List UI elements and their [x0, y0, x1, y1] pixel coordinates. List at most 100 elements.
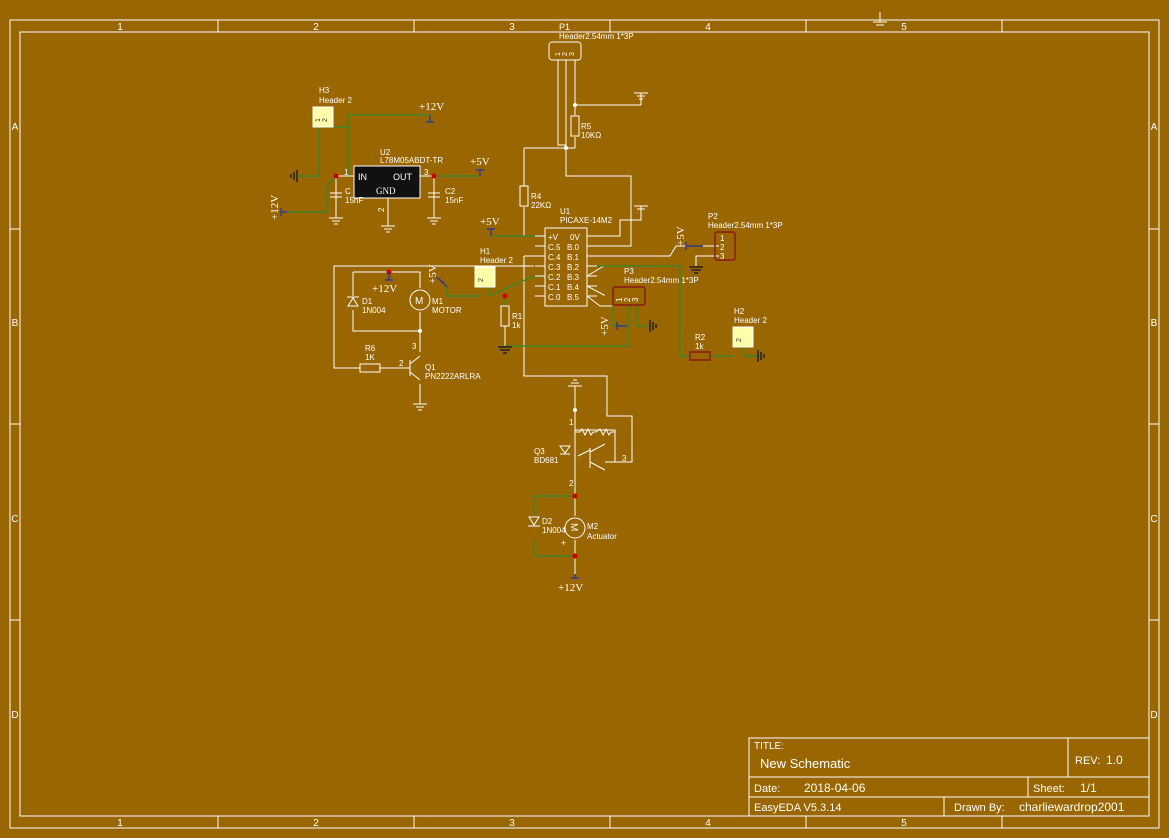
sheet-label: Sheet:	[1033, 783, 1065, 795]
q1-value: PN2222ARLRA	[425, 372, 481, 381]
u2-pin-num-3: 3	[424, 168, 429, 177]
junction-dots	[333, 173, 578, 559]
h3-value: Header 2	[319, 96, 352, 105]
c2-ref: C2	[445, 187, 456, 196]
h2-ref: H2	[734, 307, 745, 316]
r6-ref: R6	[365, 344, 376, 353]
c1-ref: C	[345, 187, 351, 196]
r4-resistor[interactable]: R4 22KΩ	[519, 185, 551, 210]
u2-regulator[interactable]: IN OUT GND 1 3 2 U2 L78M05ABDT-TR	[344, 148, 443, 212]
c1-capacitor[interactable]: C 15nF	[330, 187, 363, 205]
q3-value: BD681	[534, 456, 559, 465]
row-label-left-a: A	[12, 122, 19, 133]
title-label: TITLE:	[754, 741, 784, 752]
m1-ref: M1	[432, 297, 444, 306]
col-label-bottom-5: 5	[901, 818, 907, 829]
row-label-left-d: D	[11, 710, 18, 721]
rev-value: 1.0	[1106, 753, 1123, 767]
v5-label-h1: +5V	[427, 264, 439, 284]
drawing-frame	[9, 12, 1160, 829]
p3-ref: P3	[624, 267, 634, 276]
r2-ref: R2	[695, 333, 706, 342]
u2-pin-in: IN	[358, 172, 367, 182]
u2-value: L78M05ABDT-TR	[380, 156, 443, 165]
d1-value: 1N004	[362, 306, 386, 315]
p1-header[interactable]: 1 2 3 P1 Header2.54mm 1*3P	[548, 22, 634, 61]
m2-value: Actuator	[587, 532, 617, 541]
d2-diode[interactable]: D2 1N004	[528, 516, 566, 535]
row-label-right-a: A	[1151, 122, 1158, 133]
p2-header[interactable]: 1 2 3 P2 Header2.54mm 1*3P	[708, 212, 783, 261]
v5-label-u2: +5V	[470, 156, 490, 168]
d1-diode[interactable]: D1 1N004	[347, 296, 386, 315]
row-label-left-c: C	[11, 514, 18, 525]
h3-header[interactable]: 1 2 H3 Header 2	[312, 86, 352, 128]
h1-header[interactable]: 2 H1 Header 2	[474, 247, 513, 288]
svg-text:2: 2	[562, 52, 569, 56]
svg-text:2: 2	[736, 338, 743, 342]
row-label-left-b: B	[12, 318, 19, 329]
h2-header[interactable]: 2 H2 Header 2	[732, 307, 767, 348]
h1-ref: H1	[480, 247, 491, 256]
p2-pin-3: 3	[720, 252, 725, 261]
title-block: TITLE: New Schematic REV: 1.0 Date: 2018…	[748, 737, 1150, 817]
date-label: Date:	[754, 783, 780, 795]
p3-value: Header2.54mm 1*3P	[624, 276, 699, 285]
q1-pin-3: 3	[412, 342, 417, 351]
q3-labels: 1 2 3 Q3 BD681	[534, 418, 627, 488]
p2-value: Header2.54mm 1*3P	[708, 221, 783, 230]
svg-text:2: 2	[478, 278, 485, 282]
c2-capacitor[interactable]: C2 15nF	[428, 187, 463, 205]
wire-dots	[418, 103, 577, 412]
software-version: EasyEDA V5.3.14	[754, 802, 841, 814]
r1-value: 1k	[512, 321, 521, 330]
u1-left-pin-0: +V	[548, 233, 559, 242]
u1-value: PICAXE-14M2	[560, 216, 613, 225]
q3-ref: Q3	[534, 447, 545, 456]
r2-resistor[interactable]: R2 1k	[689, 333, 711, 361]
r1-resistor[interactable]: R1 1k	[500, 305, 523, 330]
u2-pin-gnd: GND	[376, 186, 396, 196]
m1-symbol: M	[415, 296, 423, 307]
col-label-bottom-4: 4	[705, 818, 711, 829]
wires	[287, 60, 758, 574]
v12-label-h3: +12V	[419, 101, 444, 113]
p3-pin-3: 3	[631, 297, 640, 302]
row-label-right-b: B	[1151, 318, 1158, 329]
p2-pin-1: 1	[720, 234, 725, 243]
u1-picaxe[interactable]: U1 PICAXE-14M2 +V C.5 C.4 C.3 C.2 C.1 C.…	[535, 207, 613, 307]
r5-resistor[interactable]: R5 10KΩ	[570, 115, 601, 140]
u1-left-pin-4: C.2	[548, 273, 561, 282]
m2-ref: M2	[587, 522, 599, 531]
r6-resistor[interactable]: R6 1K	[359, 344, 381, 373]
p3-pin-1: 1	[615, 297, 624, 302]
u1-right-pin-3: B.2	[567, 263, 580, 272]
h2-value: Header 2	[734, 316, 767, 325]
m2-symbol: M	[568, 523, 579, 531]
row-label-right-c: C	[1150, 514, 1157, 525]
q3-pin-2: 2	[569, 479, 574, 488]
u1-ref: U1	[560, 207, 571, 216]
m1-motor[interactable]: M M1 MOTOR	[409, 289, 462, 315]
r4-ref: R4	[531, 192, 542, 201]
u1-left-pin-6: C.0	[548, 293, 561, 302]
col-label-bottom-3: 3	[509, 818, 515, 829]
col-label-top-3: 3	[509, 22, 515, 33]
q1-pin-2: 2	[399, 359, 404, 368]
sheet-value: 1/1	[1080, 781, 1097, 795]
r5-value: 10KΩ	[581, 131, 601, 140]
p3-header[interactable]: 1 2 3 P3 Header2.54mm 1*3P	[612, 267, 699, 306]
v5-label-p2: +5V	[675, 226, 687, 246]
m1-value: MOTOR	[432, 306, 462, 315]
q3-darlington[interactable]	[559, 427, 615, 471]
schematic-title: New Schematic	[760, 756, 851, 771]
h1-value: Header 2	[480, 256, 513, 265]
row-label-right-d: D	[1150, 710, 1157, 721]
svg-text:1: 1	[315, 118, 322, 122]
q1-transistor[interactable]: 2 3 Q1 PN2222ARLRA	[399, 342, 481, 381]
p2-ref: P2	[708, 212, 718, 221]
m2-actuator[interactable]: M + M2 Actuator	[561, 517, 617, 548]
u1-left-pin-5: C.1	[548, 283, 561, 292]
col-label-bottom-2: 2	[313, 818, 319, 829]
